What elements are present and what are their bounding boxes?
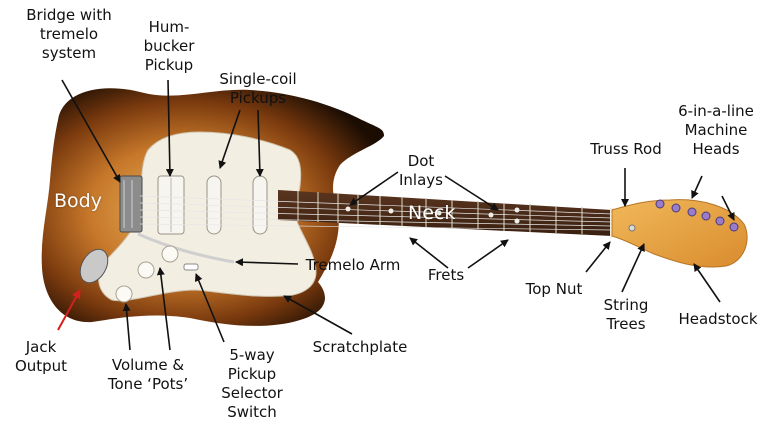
tone-knob-2 bbox=[161, 245, 179, 263]
selector-switch bbox=[183, 263, 199, 271]
arrow-tremelo-arm bbox=[235, 258, 299, 267]
label-single-coil: Single-coil Pickups bbox=[219, 70, 297, 107]
arrow-dot-inlay-1 bbox=[349, 171, 399, 206]
tremolo-bridge bbox=[119, 175, 143, 233]
label-truss-rod: Truss Rod bbox=[590, 140, 662, 158]
label-headstock: Headstock bbox=[678, 310, 758, 328]
arrow-single-coil-1 bbox=[218, 109, 241, 169]
arrow-jack-output bbox=[57, 289, 81, 331]
arrow-volume-knob bbox=[122, 303, 131, 351]
tone-knob-1 bbox=[137, 261, 155, 279]
label-frets: Frets bbox=[427, 266, 465, 284]
headstock-shape bbox=[611, 199, 748, 268]
label-volume-tone: Volume & Tone ‘Pots’ bbox=[107, 356, 189, 393]
arrow-fret-2 bbox=[467, 239, 509, 269]
leader-arrows bbox=[61, 79, 735, 351]
arrow-dot-inlay-2 bbox=[444, 175, 499, 211]
arrow-single-coil-2 bbox=[255, 109, 264, 177]
label-scratchplate: Scratchplate bbox=[312, 338, 408, 356]
jack-plate bbox=[79, 248, 109, 284]
label-string-trees: String Trees bbox=[603, 296, 649, 333]
machine-heads bbox=[655, 199, 739, 232]
arrow-tone-knob bbox=[156, 267, 171, 351]
volume-knob bbox=[115, 285, 133, 303]
label-body: Body bbox=[54, 190, 102, 212]
arrow-string-trees bbox=[621, 243, 645, 293]
arrow-humbucker bbox=[165, 79, 174, 177]
label-neck: Neck bbox=[408, 202, 456, 224]
label-humbucker: Hum- bucker Pickup bbox=[143, 18, 195, 74]
arrow-fret-1 bbox=[409, 237, 449, 269]
label-tremelo-arm: Tremelo Arm bbox=[305, 256, 401, 274]
arrow-selector-switch bbox=[194, 273, 225, 343]
label-bridge: Bridge with tremelo system bbox=[26, 6, 112, 62]
label-jack-output: Jack Output bbox=[14, 338, 68, 375]
label-dot-inlays: Dot Inlays bbox=[399, 152, 443, 189]
strings bbox=[139, 195, 613, 231]
tremolo-arm bbox=[137, 232, 235, 264]
string-tree bbox=[628, 224, 636, 232]
arrow-top-nut bbox=[585, 241, 611, 273]
arrow-machine-head-1 bbox=[691, 175, 703, 199]
arrow-headstock bbox=[693, 263, 721, 303]
arrow-bridge bbox=[61, 79, 121, 183]
label-top-nut: Top Nut bbox=[525, 280, 583, 298]
arrow-machine-head-2 bbox=[721, 195, 735, 221]
label-machine-heads: 6-in-a-line Machine Heads bbox=[678, 102, 754, 158]
arrow-scratchplate bbox=[283, 295, 353, 335]
label-selector-switch: 5-way Pickup Selector Switch bbox=[221, 346, 283, 421]
